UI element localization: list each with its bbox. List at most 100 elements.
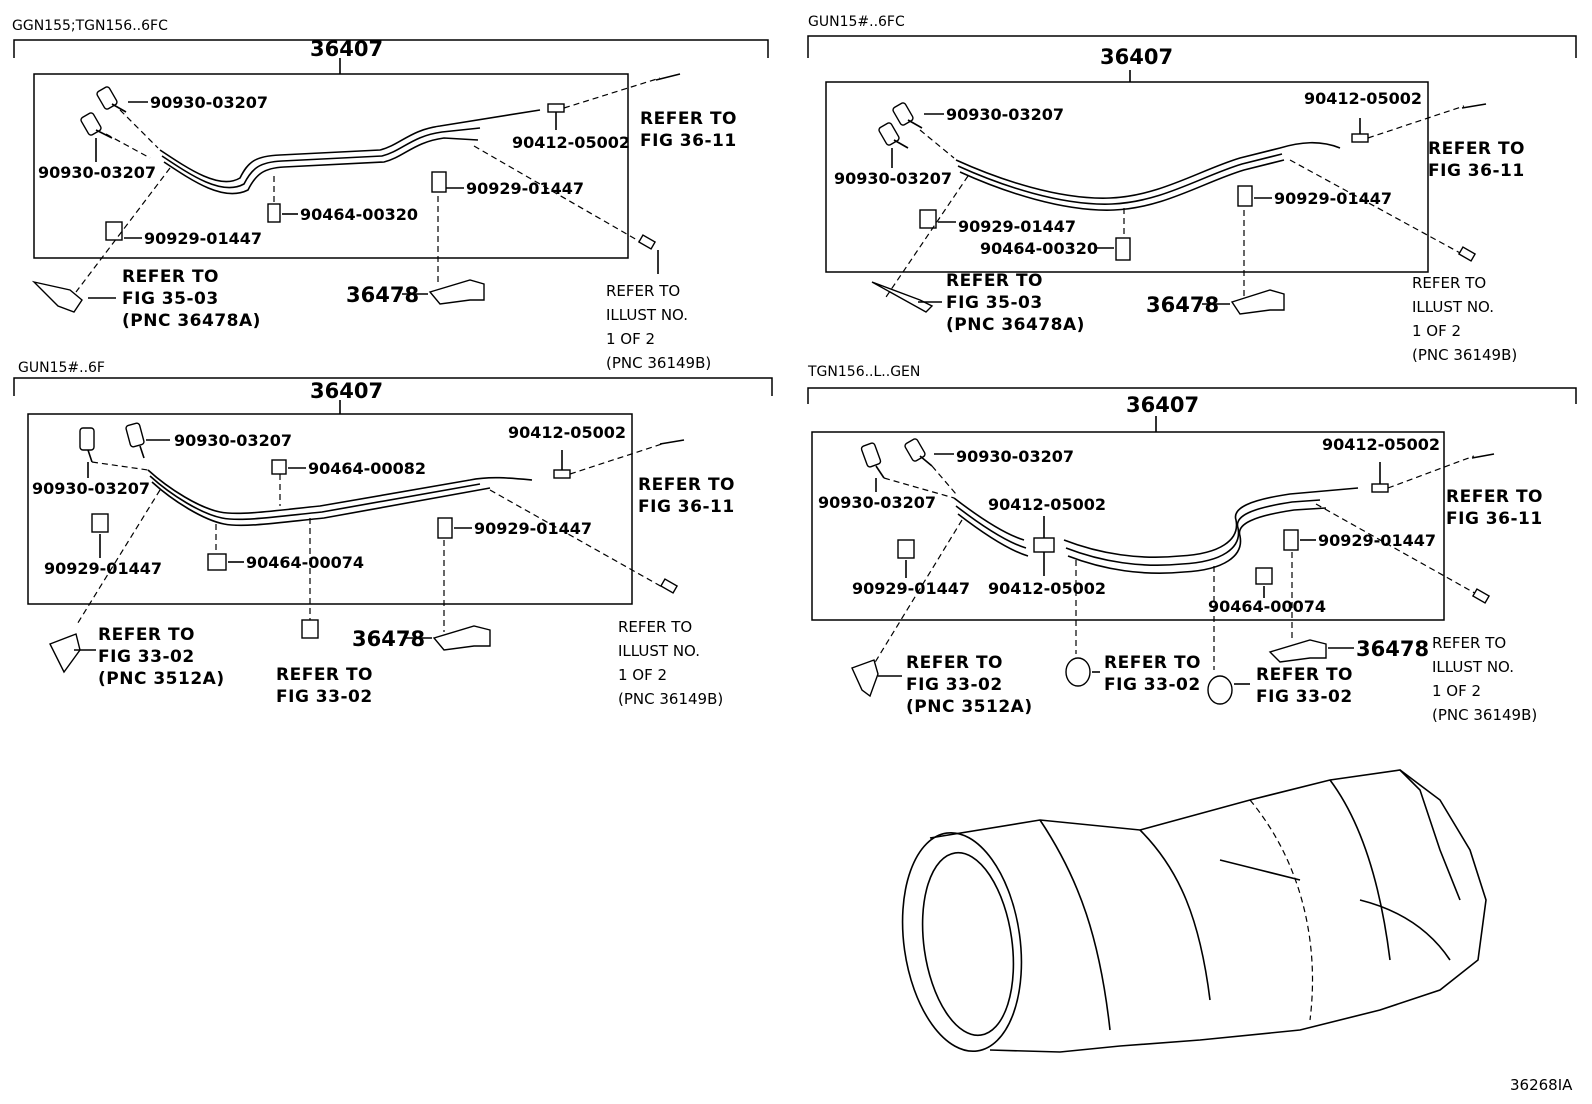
panel-1-leader-6 xyxy=(75,167,171,293)
panel-4-frame xyxy=(811,431,1445,621)
panel-1-bracket-icon xyxy=(428,279,485,305)
panel-1-clamp-left-icon xyxy=(105,221,123,241)
panel-4-union-mid-icon xyxy=(1033,537,1055,553)
panel-3-leader-2 xyxy=(569,443,663,475)
panel-4-pipe-stub-right xyxy=(1471,453,1495,459)
panel-3-leader-5 xyxy=(75,489,161,627)
panel-2-refer-illust-line3: 1 OF 2 xyxy=(1412,322,1461,340)
panel-2-label-clip-mid: 90464-00320 xyxy=(980,239,1098,258)
panel-4-label-clamp-right: 90929-01447 xyxy=(1318,531,1436,550)
panel-4-brake-pipes xyxy=(953,487,1359,575)
panel-3-refer-illust-line2: ILLUST NO. xyxy=(618,642,700,660)
panel-3-label-bracket: 36478 xyxy=(352,627,425,651)
panel-3-union-icon xyxy=(553,469,571,479)
panel-1-leader-3 xyxy=(563,77,661,109)
panel-4-leader-2 xyxy=(931,465,957,495)
panel-1: GGN155;TGN156..6FC 36407 xyxy=(12,18,769,372)
panel-1-variant: GGN155;TGN156..6FC xyxy=(12,18,168,34)
panel-2-brake-pipes xyxy=(955,141,1341,211)
panel-4-sensor-b-icon xyxy=(904,438,933,467)
panel-2-refer-illust-line1: REFER TO xyxy=(1412,274,1486,292)
panel-1-label-bracket: 36478 xyxy=(346,283,419,307)
panel-2-leader-5 xyxy=(883,175,969,301)
panel-4-refer-fig-mid-a-line1: REFER TO xyxy=(1104,653,1201,673)
panel-2-union-icon xyxy=(1351,133,1369,143)
panel-2-refer-illust-line2: ILLUST NO. xyxy=(1412,298,1494,316)
panel-2-leader-3 xyxy=(1289,159,1463,255)
panel-4-leader-4 xyxy=(1315,503,1481,597)
panel-1-brake-pipes xyxy=(159,109,541,195)
panel-3-sensor-b-icon xyxy=(125,422,145,459)
panel-3-bracket-icon xyxy=(432,625,491,651)
panel-1-label-clamp-right: 90929-01447 xyxy=(466,179,584,198)
panel-2-sensor-b-icon xyxy=(878,122,909,149)
panel-3-clip-low-icon xyxy=(207,553,227,571)
panel-1-label-sensor-a: 90930-03207 xyxy=(150,93,268,112)
panel-2-assembly: 36407 xyxy=(1100,45,1173,69)
panel-4-clamp-left-icon xyxy=(897,539,915,559)
panel-3-label-union: 90412-05002 xyxy=(508,423,626,442)
panel-2-clip-mid-icon xyxy=(1115,237,1131,261)
panel-3-ref-part-mid-icon xyxy=(301,619,319,639)
panel-1-clamp-right-icon xyxy=(431,171,447,193)
panel-3-refer-illust-line4: (PNC 36149B) xyxy=(618,690,723,708)
panel-4-leader-1 xyxy=(883,477,955,499)
panel-2-clamp-left-icon xyxy=(919,209,937,229)
panel-4-refer-fig-right-line1: REFER TO xyxy=(1446,487,1543,507)
panel-1-assembly-bracket xyxy=(13,39,769,58)
panel-3-refer-illust-line1: REFER TO xyxy=(618,618,692,636)
panel-2-label-clamp-right: 90929-01447 xyxy=(1274,189,1392,208)
panel-4-clamp-right-icon xyxy=(1283,529,1299,551)
panel-3-refer-fig-left-line3: (PNC 3512A) xyxy=(98,669,225,689)
panel-4-label-sensor-a: 90930-03207 xyxy=(956,447,1074,466)
panel-1-union-icon xyxy=(547,103,565,113)
panel-1-refer-fig-left-line2: FIG 35-03 xyxy=(122,289,219,309)
panel-3-frame xyxy=(27,413,633,605)
panel-4-label-sensor-b: 90930-03207 xyxy=(818,493,936,512)
panel-1-refer-fig-left-line3: (PNC 36478A) xyxy=(122,311,261,331)
panel-2-label-bracket: 36478 xyxy=(1146,293,1219,317)
panel-4-refer-fig-left-line2: FIG 33-02 xyxy=(906,675,1003,695)
panel-2-label-clamp-left: 90929-01447 xyxy=(958,217,1076,236)
panel-2-bracket-icon xyxy=(1230,289,1285,315)
panel-3-label-clip-low: 90464-00074 xyxy=(246,553,364,572)
panel-1-label-union: 90412-05002 xyxy=(512,133,630,152)
panel-4-union-top-icon xyxy=(1371,483,1389,493)
panel-2-ref-part-icon xyxy=(871,281,934,313)
panel-1-refer-illust-line4: (PNC 36149B) xyxy=(606,354,711,372)
panel-4-refer-fig-mid-b-line2: FIG 33-02 xyxy=(1256,687,1353,707)
panel-4-refer-fig-left-line1: REFER TO xyxy=(906,653,1003,673)
panel-2-refer-illust-line4: (PNC 36149B) xyxy=(1412,346,1517,364)
panel-4-bracket-icon xyxy=(1268,639,1327,663)
panel-2-refer-fig-left-line3: (PNC 36478A) xyxy=(946,315,1085,335)
panel-3-clip-top-icon xyxy=(271,459,287,475)
panel-3-refer-fig-mid-line2: FIG 33-02 xyxy=(276,687,373,707)
panel-2-pipe-stub-right xyxy=(1461,103,1487,109)
panel-1-refer-illust-line3: 1 OF 2 xyxy=(606,330,655,348)
panel-4-variant: TGN156..L..GEN xyxy=(807,364,920,380)
panel-4-refer-fig-left-line3: (PNC 3512A) xyxy=(906,697,1033,717)
panel-1-refer-fig-right-line1: REFER TO xyxy=(640,109,737,129)
diagram-id: 36268IA xyxy=(1510,1076,1573,1094)
panel-3-clamp-left-icon xyxy=(91,513,109,533)
panel-3-variant: GUN15#..6F xyxy=(18,360,105,376)
panel-2-refer-fig-right-line2: FIG 36-11 xyxy=(1428,161,1525,181)
panel-3-refer-illust-line3: 1 OF 2 xyxy=(618,666,667,684)
panel-2-clamp-right-icon xyxy=(1237,185,1253,207)
panel-4-sensor-a-icon xyxy=(860,442,885,479)
panel-3-clamp-right-icon xyxy=(437,517,453,539)
panel-3-label-clip-top: 90464-00082 xyxy=(308,459,426,478)
panel-3-label-clamp-left: 90929-01447 xyxy=(44,559,162,578)
panel-1-hose-stub-icon xyxy=(637,234,657,250)
panel-2-label-sensor-a: 90930-03207 xyxy=(946,105,1064,124)
panel-2-leader-2 xyxy=(1367,105,1465,139)
panel-3-refer-fig-mid-line1: REFER TO xyxy=(276,665,373,685)
panel-4-leader-6 xyxy=(873,519,963,665)
panel-3-pipe-stub-right xyxy=(659,439,685,445)
panel-3-sensor-a-icon xyxy=(79,427,95,463)
panel-4-label-clamp-left: 90929-01447 xyxy=(852,579,970,598)
panel-4-label-union-top: 90412-05002 xyxy=(1322,435,1440,454)
panel-4-refer-fig-right-line2: FIG 36-11 xyxy=(1446,509,1543,529)
panel-1-refer-illust-line1: REFER TO xyxy=(606,282,680,300)
